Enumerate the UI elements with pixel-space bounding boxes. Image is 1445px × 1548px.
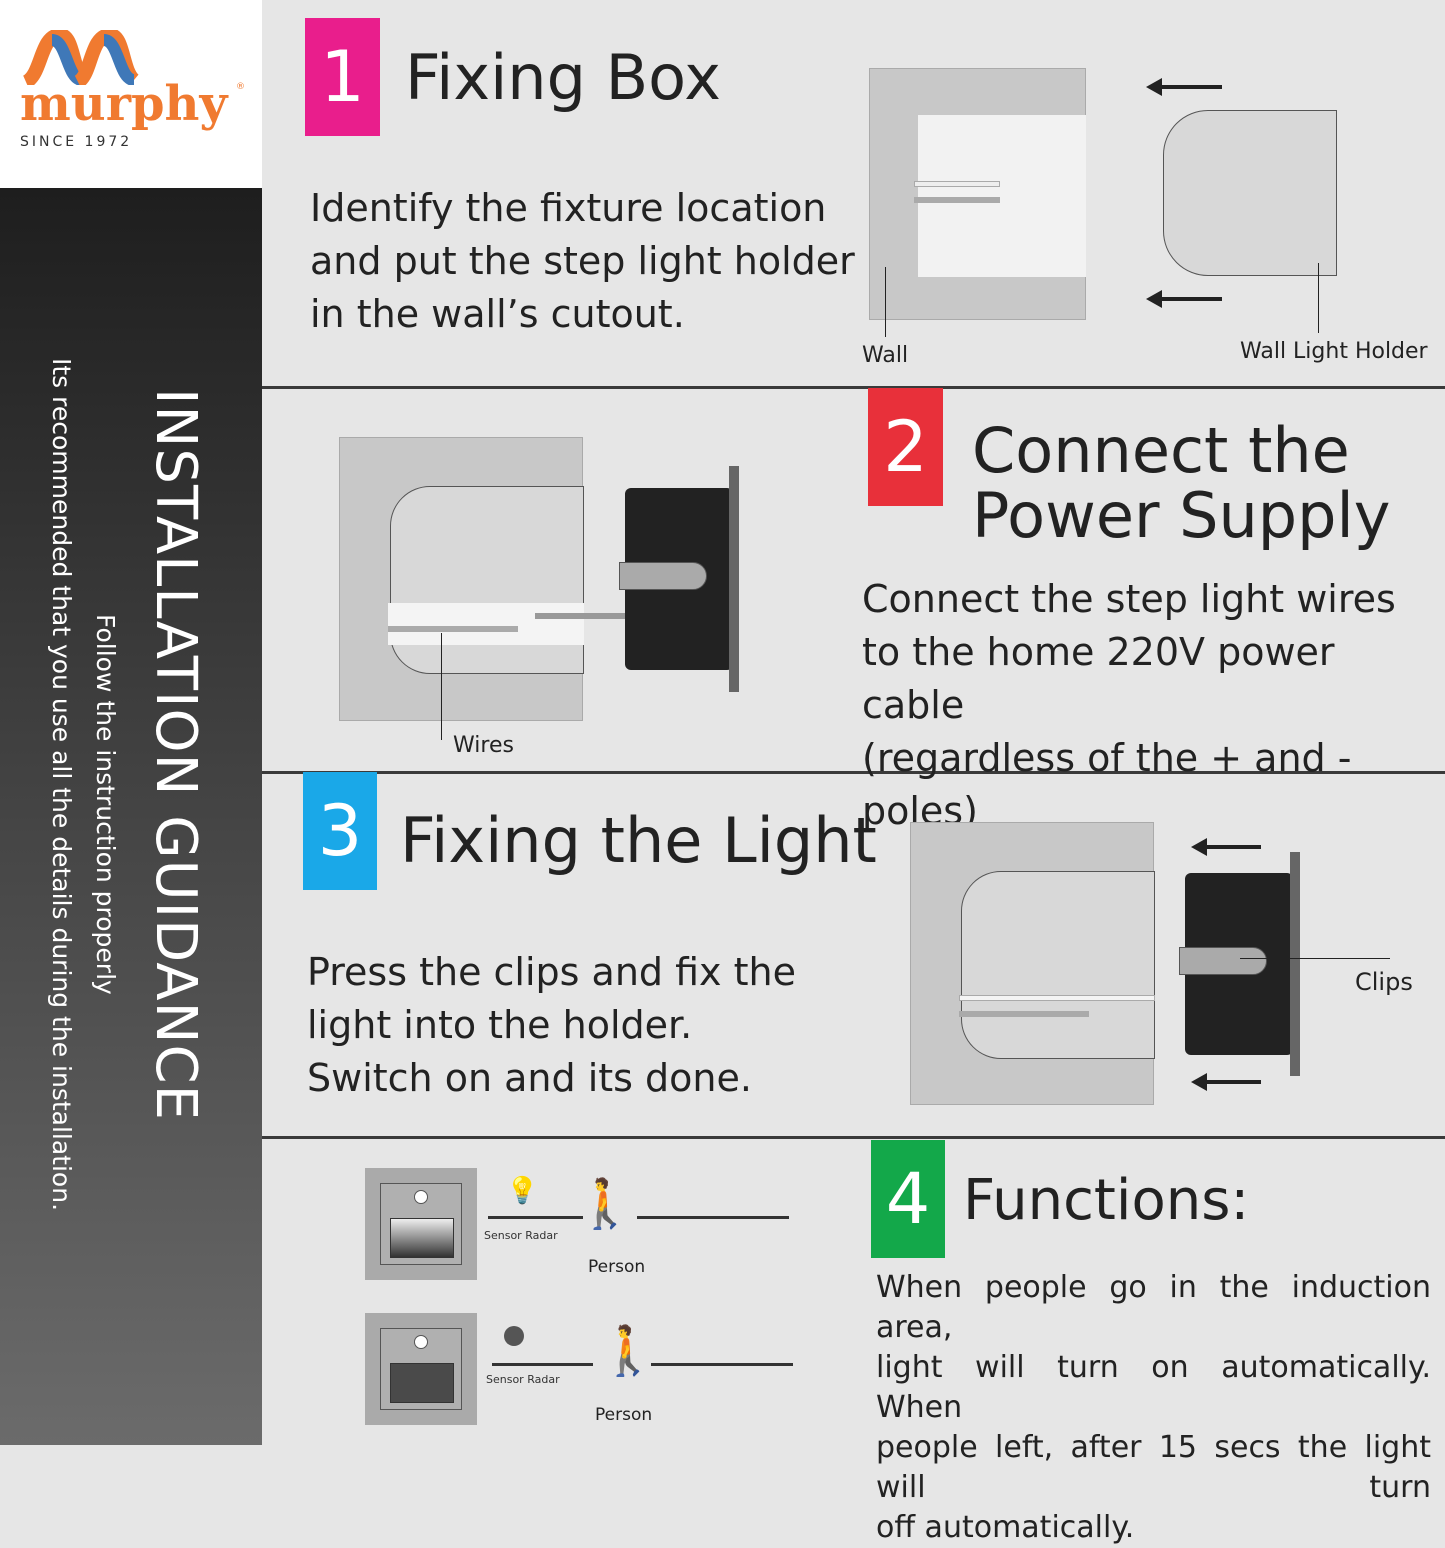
text-line: Identify the fixture location	[310, 186, 827, 230]
text-line: Press the clips and fix the	[307, 950, 796, 994]
radar-line	[637, 1216, 789, 1219]
text-line: Connect the step light wires	[862, 577, 1396, 621]
pointer-line	[1240, 958, 1390, 959]
text-line: and put the step light holder	[310, 239, 855, 283]
murphy-m-logo-icon	[22, 30, 140, 85]
holder-label: Wall Light Holder	[1240, 339, 1428, 364]
divider	[262, 386, 1445, 389]
text-line: Switch on and its done.	[307, 1056, 752, 1100]
wall-illustration	[910, 822, 1155, 1105]
person-label: Person	[595, 1405, 653, 1425]
step-1-title: Fixing Box	[405, 41, 721, 114]
wires-label: Wires	[453, 733, 514, 758]
registered-mark: ®	[236, 82, 245, 92]
title-line: Connect the	[972, 414, 1350, 487]
person-walking-icon: 🚶	[575, 1176, 635, 1232]
clip	[619, 562, 707, 590]
radar-line	[488, 1216, 583, 1219]
brand-tagline: SINCE 1972	[20, 134, 133, 150]
wall-label: Wall	[862, 343, 909, 368]
step-3-badge: 3	[303, 772, 377, 890]
wall-illustration	[869, 68, 1086, 320]
sensor-label: Sensor Radar	[486, 1373, 560, 1386]
text-line: light into the holder.	[307, 1003, 693, 1047]
wall-illustration	[339, 437, 584, 721]
divider	[262, 1136, 1445, 1139]
title-line: Power Supply	[972, 479, 1391, 553]
light-bulb-on-icon: 💡	[506, 1176, 539, 1206]
step-2-title: Connect the Power Supply	[972, 418, 1390, 548]
arrow-left-icon	[1191, 838, 1261, 856]
arrow-left-icon	[1146, 78, 1222, 96]
pointer-line	[885, 267, 886, 337]
step-2-text: Connect the step light wires to the home…	[862, 573, 1445, 838]
step-3-title: Fixing the Light	[400, 804, 877, 877]
clip	[1179, 947, 1267, 975]
text-line: to the home 220V power cable	[862, 630, 1335, 727]
radar-line	[492, 1363, 593, 1366]
faceplate	[1290, 852, 1300, 1076]
sensor-light-on-illustration	[365, 1168, 477, 1280]
divider	[262, 771, 1445, 774]
light-bulb-off-icon	[504, 1326, 524, 1346]
step-4-badge: 4	[871, 1140, 945, 1258]
wall-light-holder-illustration	[1163, 110, 1337, 276]
text-line: people left, after 15 secs the light wil…	[876, 1430, 1431, 1505]
person-label: Person	[588, 1257, 646, 1277]
arrow-left-icon	[1191, 1073, 1261, 1091]
guide-title: INSTALLATION GUIDANCE	[143, 388, 208, 1121]
step-1-badge: 1	[305, 18, 380, 136]
guide-note: Its recommended that you use all the det…	[47, 358, 76, 1212]
text-line: in the wall’s cutout.	[310, 292, 685, 336]
logo-panel: murphy ® SINCE 1972	[0, 0, 262, 188]
text-line: off automatically.	[876, 1510, 1135, 1545]
step-1-text: Identify the fixture location and put th…	[310, 182, 855, 341]
guide-subtitle: Follow the instruction properly	[91, 614, 120, 995]
wire	[535, 613, 625, 619]
text-line: light will turn on automatically. When	[876, 1350, 1431, 1425]
person-walking-icon: 🚶	[598, 1323, 658, 1379]
pointer-line	[1318, 263, 1319, 333]
sensor-label: Sensor Radar	[484, 1229, 558, 1242]
text-line: When people go in the induction area,	[876, 1270, 1431, 1345]
faceplate	[729, 466, 739, 692]
step-4-text: When people go in the induction area, li…	[876, 1268, 1431, 1548]
pointer-line	[441, 633, 442, 740]
brand-name: murphy	[20, 76, 228, 132]
sensor-light-off-illustration	[365, 1313, 477, 1425]
clips-label: Clips	[1355, 968, 1413, 996]
step-3-text: Press the clips and fix the light into t…	[307, 946, 796, 1105]
step-2-badge: 2	[868, 388, 943, 506]
sidebar: INSTALLATION GUIDANCE Follow the instruc…	[0, 188, 262, 1445]
step-4-title: Functions:	[963, 1168, 1250, 1233]
arrow-left-icon	[1146, 290, 1222, 308]
radar-line	[651, 1363, 793, 1366]
text-line: (regardless of the + and - poles)	[862, 736, 1352, 833]
